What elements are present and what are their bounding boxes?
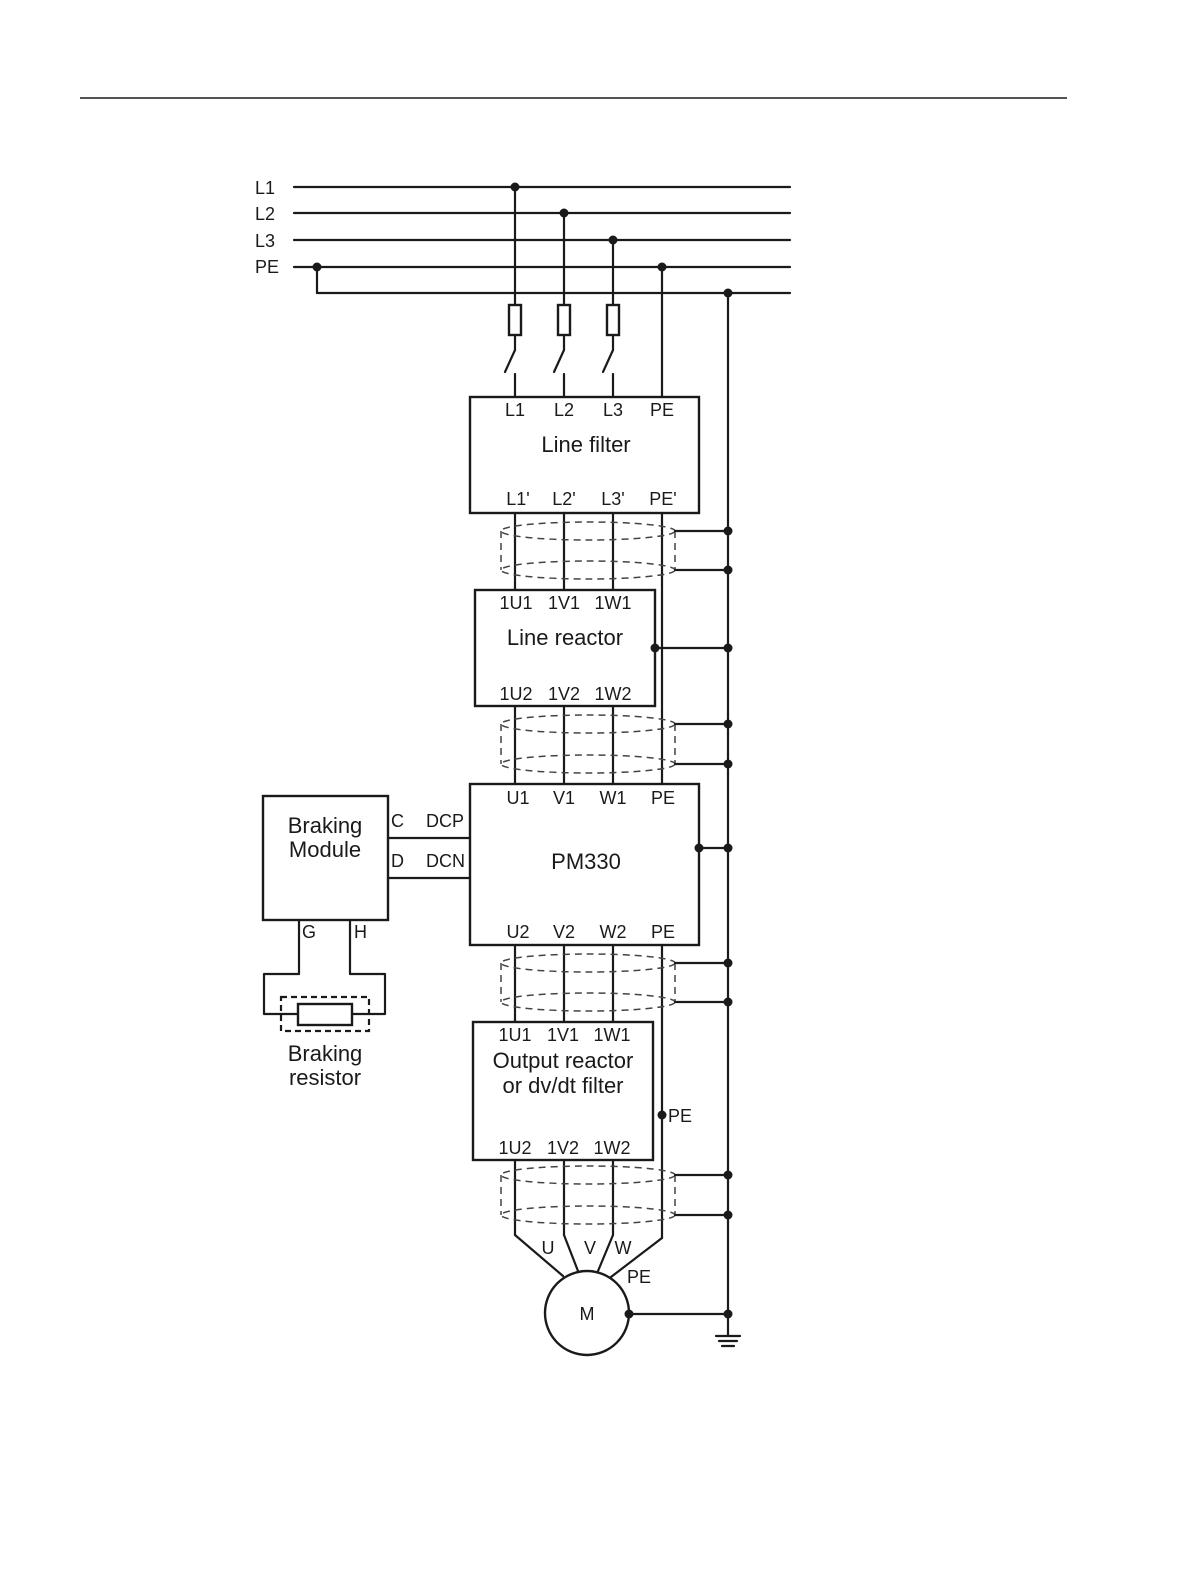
motor-pe-label: PE <box>627 1267 651 1287</box>
braking-resistor-label: Braking <box>288 1041 363 1066</box>
terminal-label: DCP <box>426 811 464 831</box>
output-reactor-pe-label: PE <box>668 1106 692 1126</box>
braking-resistor: Braking resistor <box>264 920 385 1090</box>
terminal-label: V2 <box>553 922 575 942</box>
braking-module-title: Module <box>289 837 361 862</box>
motor: M U V W PE <box>515 1235 733 1355</box>
terminal-label: 1V1 <box>547 1025 579 1045</box>
pe-earth-bus <box>716 293 740 1346</box>
supply-label-l1: L1 <box>255 178 275 198</box>
pm330-title: PM330 <box>551 849 621 874</box>
output-reactor-title: or dv/dt filter <box>502 1073 623 1098</box>
line-filter: L1 L2 L3 PE Line filter L1' L2' L3' PE' <box>470 397 699 513</box>
terminal-label: L2 <box>554 400 574 420</box>
terminal-label: 1W2 <box>594 684 631 704</box>
terminal-label: U2 <box>506 922 529 942</box>
line-reactor: 1U1 1V1 1W1 Line reactor 1U2 1V2 1W2 <box>475 590 733 706</box>
terminal-label: 1U1 <box>499 593 532 613</box>
supply-label-l2: L2 <box>255 204 275 224</box>
terminal-label: U <box>542 1238 555 1258</box>
terminal-label: PE <box>651 922 675 942</box>
terminal-label: W1 <box>600 788 627 808</box>
switch-icon <box>505 350 515 372</box>
terminal-label: PE <box>651 788 675 808</box>
terminal-label: PE <box>650 400 674 420</box>
terminal-label: L1 <box>505 400 525 420</box>
terminal-label: 1W1 <box>593 1025 630 1045</box>
terminal-label: U1 <box>506 788 529 808</box>
terminal-label: 1V2 <box>548 684 580 704</box>
terminal-label: 1U2 <box>499 684 532 704</box>
terminal-label: 1V2 <box>547 1138 579 1158</box>
terminal-label: L2' <box>552 489 575 509</box>
terminal-label: V1 <box>553 788 575 808</box>
terminal-label: W2 <box>600 922 627 942</box>
motor-label: M <box>580 1304 595 1324</box>
terminal-label: PE' <box>649 489 676 509</box>
fuse-icon <box>607 305 619 335</box>
braking-resistor-label: resistor <box>289 1065 361 1090</box>
line-reactor-title: Line reactor <box>507 625 623 650</box>
terminal-label: W <box>615 1238 632 1258</box>
terminal-label: G <box>302 922 316 942</box>
pm330-power-module: U1 V1 W1 PE DCP DCN PM330 U2 V2 W2 PE <box>426 784 733 945</box>
switch-icon <box>554 350 564 372</box>
supply-bus: L1 L2 L3 PE <box>255 178 790 298</box>
terminal-label: DCN <box>426 851 465 871</box>
supply-label-pe: PE <box>255 257 279 277</box>
braking-module-title: Braking <box>288 813 363 838</box>
terminal-label: 1U2 <box>498 1138 531 1158</box>
terminal-label: D <box>391 851 404 871</box>
terminal-label: L1' <box>506 489 529 509</box>
resistor-icon <box>298 1004 352 1025</box>
terminal-label: V <box>584 1238 596 1258</box>
terminal-label: L3 <box>603 400 623 420</box>
terminal-label: 1W2 <box>593 1138 630 1158</box>
shielded-cable <box>501 1160 733 1235</box>
supply-label-l3: L3 <box>255 231 275 251</box>
terminal-label: 1V1 <box>548 593 580 613</box>
shielded-cable <box>501 706 733 784</box>
output-reactor: 1U1 1V1 1W1 Output reactor or dv/dt filt… <box>473 1022 692 1160</box>
terminal-label: 1U1 <box>498 1025 531 1045</box>
output-reactor-title: Output reactor <box>493 1048 634 1073</box>
switch-icon <box>603 350 613 372</box>
terminal-label: C <box>391 811 404 831</box>
terminal-label: 1W1 <box>594 593 631 613</box>
fuse-icon <box>558 305 570 335</box>
line-filter-title: Line filter <box>541 432 630 457</box>
fuse-icon <box>509 305 521 335</box>
terminal-label: H <box>354 922 367 942</box>
terminal-label: L3' <box>601 489 624 509</box>
